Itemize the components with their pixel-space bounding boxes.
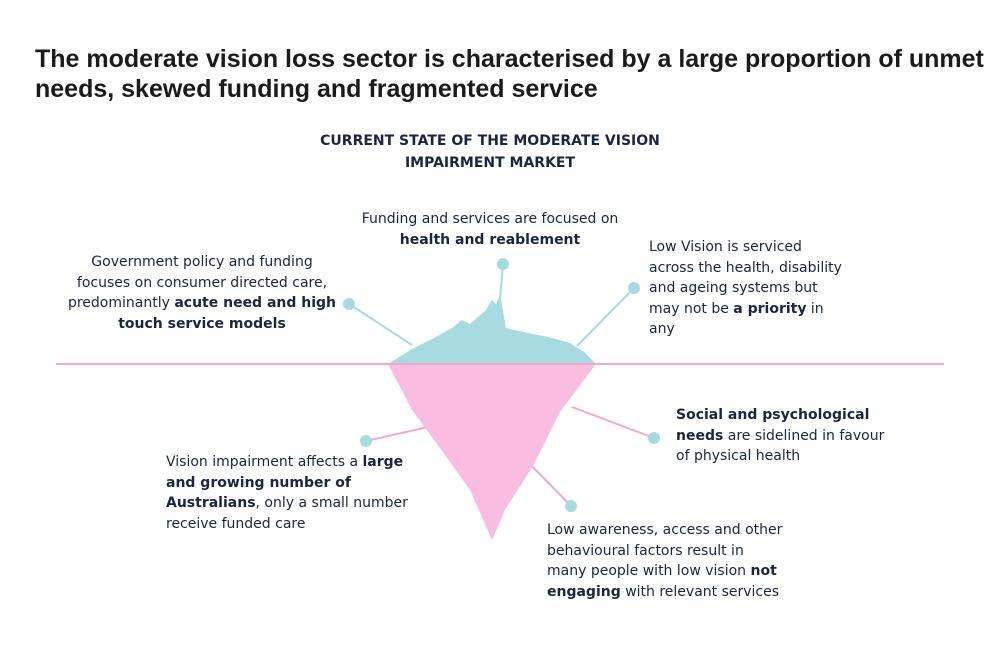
- connector-left: [348, 303, 413, 346]
- callout-emphasis: health and reablement: [399, 231, 581, 248]
- callout-government-policy: Government policy and funding focuses on…: [66, 252, 338, 334]
- iceberg-tip: [388, 295, 596, 364]
- dot-vision: [360, 435, 372, 447]
- connector-social: [571, 406, 655, 439]
- callout-emphasis: large and growing number of Australians: [166, 454, 404, 511]
- callout-health-reablement: Funding and services are focused on heal…: [340, 209, 640, 250]
- callout-text: Government policy and funding focuses on…: [67, 254, 328, 311]
- callout-emphasis: Social and psychological needs: [676, 407, 870, 444]
- callout-emphasis: acute need and high touch service models: [118, 295, 337, 332]
- connector-vision: [365, 426, 429, 442]
- callout-text: Low Vision is serviced across the health…: [649, 239, 842, 317]
- iceberg-underwater: [388, 364, 596, 540]
- callout-low-vision-systems: Low Vision is serviced across the health…: [649, 237, 849, 340]
- connector-awareness: [527, 461, 572, 507]
- dot-awareness: [565, 500, 577, 512]
- connector-right: [576, 287, 635, 347]
- diagram-title: CURRENT STATE OF THE MODERATE VISION IMP…: [320, 133, 660, 171]
- callout-emphasis: not engaging: [547, 563, 777, 600]
- callout-text: are sidelined in favour of physical heal…: [676, 427, 885, 465]
- callout-text: Vision impairment affects a: [166, 454, 363, 470]
- callout-low-awareness: Low awareness, access and other behaviou…: [547, 520, 787, 602]
- callout-text: Low awareness, access and other behaviou…: [547, 522, 783, 579]
- dot-left: [343, 298, 355, 310]
- callout-vision-impairment: Vision impairment affects a large and gr…: [166, 452, 426, 534]
- dot-social: [648, 432, 660, 444]
- callout-text: Funding and services are focused on: [361, 211, 619, 227]
- slide-title: The moderate vision loss sector is chara…: [35, 45, 984, 103]
- callout-text: , only a small number receive funded car…: [166, 495, 408, 532]
- callout-emphasis: a priority: [733, 300, 807, 317]
- dot-top: [497, 258, 509, 270]
- dot-right: [628, 282, 640, 294]
- connector-top: [499, 263, 504, 301]
- callout-text: in any: [649, 300, 824, 338]
- callout-text: with relevant services: [620, 583, 780, 600]
- callout-social-psychological: Social and psychological needs are sidel…: [676, 405, 896, 467]
